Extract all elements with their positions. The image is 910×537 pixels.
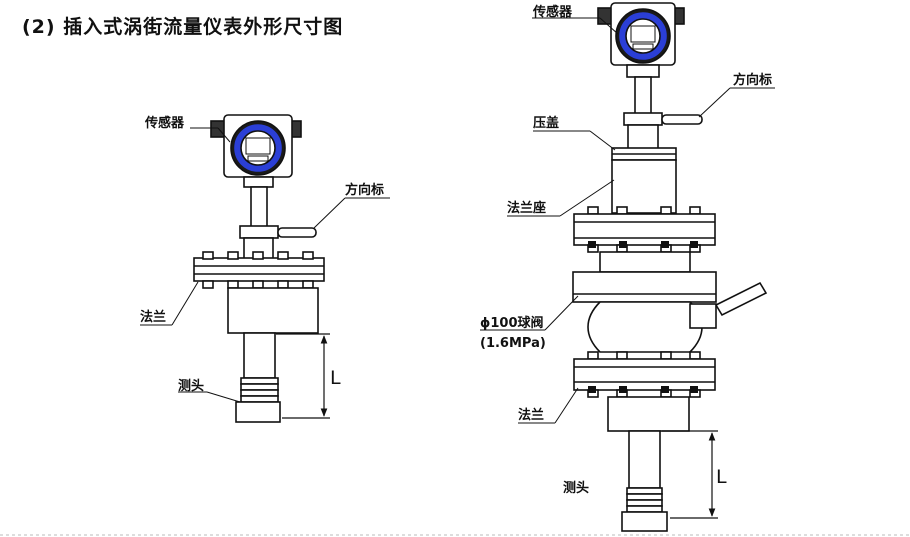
right-direction-arm: [661, 114, 703, 125]
left-probe-head: [235, 401, 281, 423]
right-valve-flange-top: [572, 271, 717, 303]
right-cable-gland-left: [597, 7, 613, 25]
right-meter: [572, 2, 768, 532]
right-probe-head: [621, 511, 668, 532]
right-flange-seat: [611, 159, 677, 214]
left-stem: [250, 186, 268, 231]
right-flange-seat-label: 法兰座: [507, 200, 546, 216]
right-pressure-label: (1.6MPa): [480, 336, 546, 351]
right-length-label: L: [716, 466, 727, 488]
left-length-label: L: [330, 367, 341, 389]
right-lower-body: [607, 396, 690, 432]
left-direction-arm: [277, 227, 317, 238]
right-lower-flange: [573, 358, 716, 391]
left-lcd-screen: [245, 137, 271, 155]
page-title: (2) 插入式涡街流量仪表外形尺寸图: [22, 16, 344, 38]
left-flange: [193, 257, 325, 282]
right-lcd-screen: [630, 25, 656, 43]
right-ball-valve-label: ϕ100球阀: [480, 315, 544, 331]
right-probe-label: 测头: [563, 480, 589, 496]
right-stem: [634, 76, 652, 116]
left-sensor-label: 传感器: [144, 115, 185, 131]
right-sensor-label: 传感器: [532, 4, 573, 20]
left-cable-gland-left: [210, 120, 226, 138]
right-flange-label: 法兰: [518, 407, 544, 423]
left-dimension-l: [276, 333, 330, 419]
right-gland-label: 压盖: [533, 115, 559, 131]
right-dimension-l: [662, 430, 718, 519]
right-upper-flange: [573, 213, 716, 246]
left-flange-label: 法兰: [140, 309, 166, 325]
right-direction-label: 方向标: [733, 72, 772, 88]
left-probe-shaft: [243, 332, 276, 379]
left-meter: [193, 114, 325, 423]
left-direction-label: 方向标: [345, 182, 384, 198]
right-probe-shaft: [628, 430, 661, 489]
left-body: [227, 287, 319, 334]
right-ball-valve-body: [587, 301, 703, 353]
left-probe-label: 测头: [178, 378, 204, 394]
right-valve-handle: [714, 281, 768, 317]
